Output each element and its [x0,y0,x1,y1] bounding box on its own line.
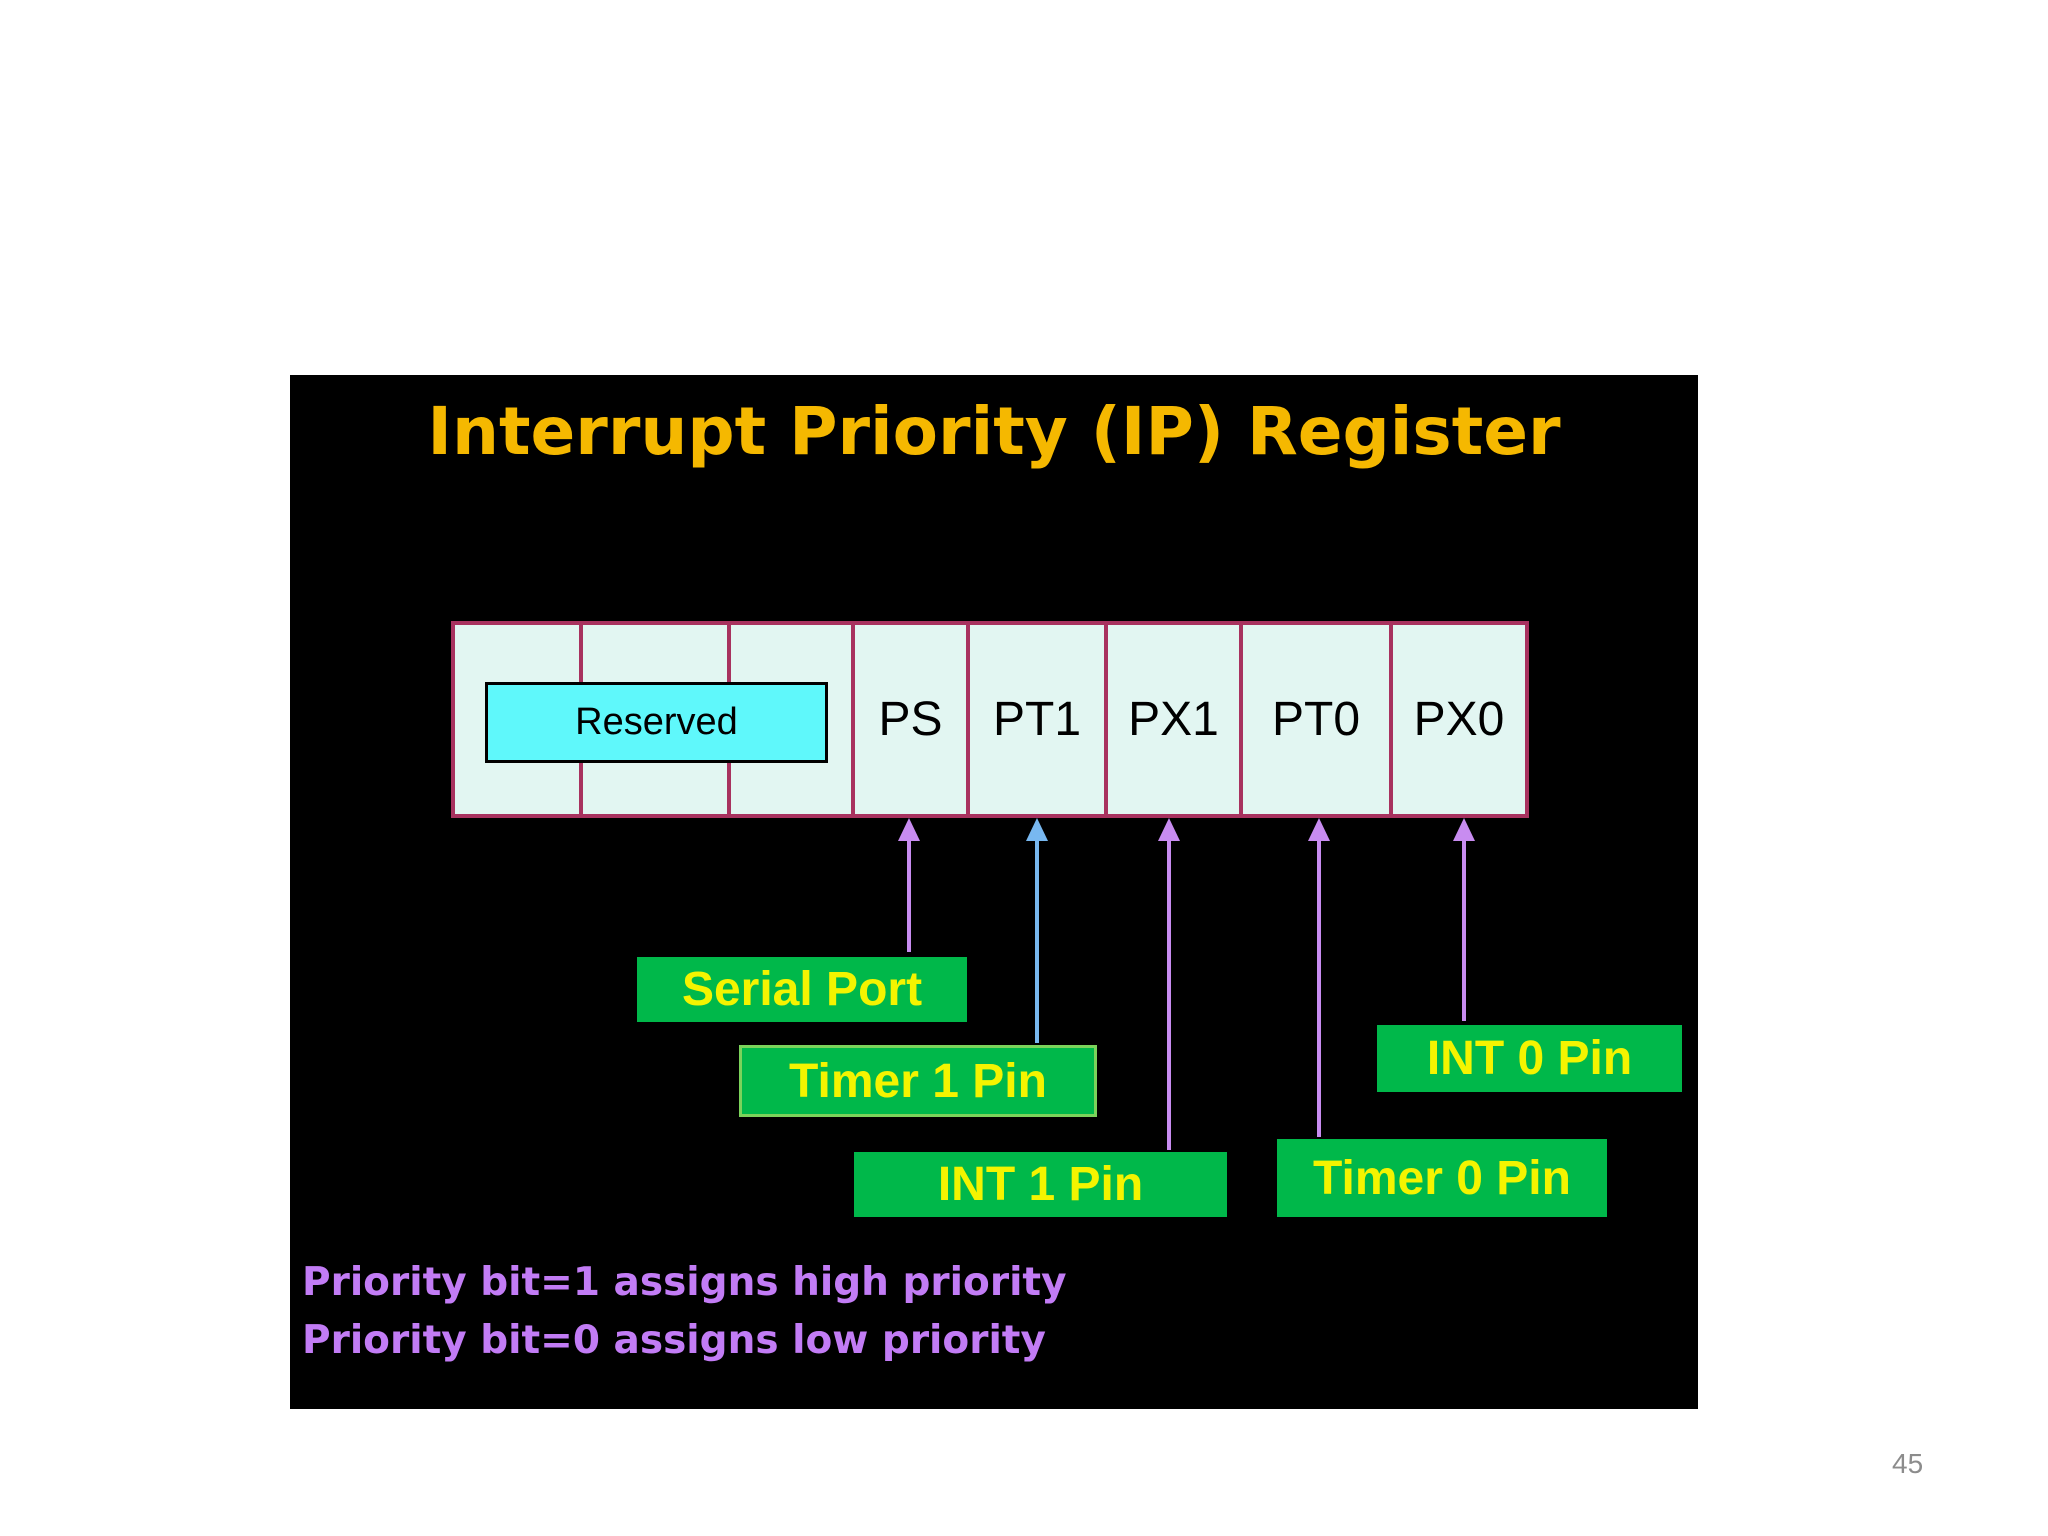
page-number: 45 [1892,1448,1924,1479]
source-int1-pin: INT 1 Pin [854,1152,1227,1217]
slide-title: Interrupt Priority (IP) Register [427,393,1561,470]
bit-pt0: PT0 [1271,693,1361,746]
bit-ps: PS [878,693,943,746]
source-serial-port: Serial Port [637,957,967,1022]
bit-divider-px1 [1104,625,1108,814]
bit-divider-pt0 [1239,625,1243,814]
source-timer0-pin: Timer 0 Pin [1277,1139,1607,1217]
bit-px1: PX1 [1128,693,1219,746]
note-low-priority: Priority bit=0 assigns low priority [302,1318,1046,1363]
bit-divider-px0 [1389,625,1393,814]
arrow-serial-port [898,818,920,952]
source-timer1-pin: Timer 1 Pin [739,1045,1097,1117]
note-high-priority: Priority bit=1 assigns high priority [302,1260,1067,1305]
bit-pt1: PT1 [992,693,1082,746]
arrows-layer [898,818,1475,1150]
arrow-timer0-pin [1308,818,1330,1137]
bit-divider-ps [851,625,855,814]
bit-divider-pt1 [966,625,970,814]
arrow-int0-pin [1453,818,1475,1021]
reserved-field: Reserved [485,682,828,763]
ip-register: Reserved PS PT1 PX1 PT0 PX0 [451,621,1529,818]
bit-px0: PX0 [1413,693,1505,746]
slide-image: Interrupt Priority (IP) Register Reserve… [290,375,1698,1409]
source-int0-pin: INT 0 Pin [1377,1025,1682,1092]
arrow-int1-pin [1158,818,1180,1150]
arrow-timer1-pin [1026,818,1048,1043]
